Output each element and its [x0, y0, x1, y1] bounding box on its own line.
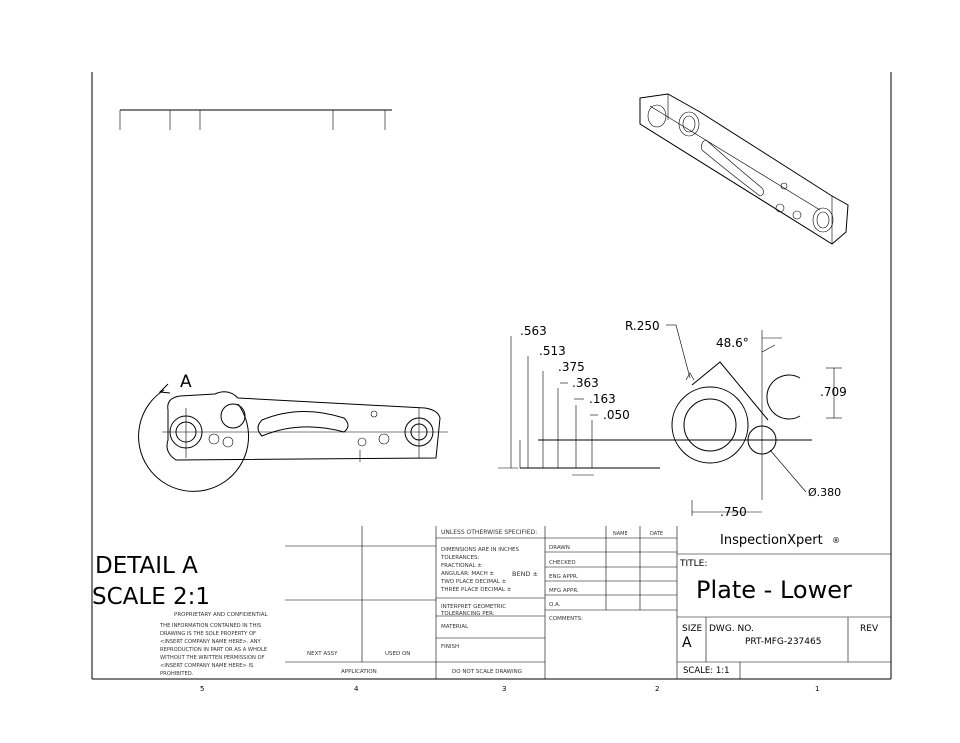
revision-table: [119, 109, 392, 130]
scale-label: SCALE: 1:1: [683, 666, 730, 676]
drawn-label: DRAWN: [549, 545, 570, 551]
comments-label: COMMENTS:: [549, 616, 583, 622]
dims-in-inches: DIMENSIONS ARE IN INCHES: [441, 547, 519, 553]
dimension-709: .709: [820, 385, 847, 399]
dimension-513: .513: [539, 344, 566, 358]
plan-view: [138, 383, 448, 492]
sheet-size: A: [682, 635, 692, 651]
proprietary-line-4: REPRODUCTION IN PART OR AS A WHOLE: [160, 647, 267, 653]
dimension-163: .163: [589, 392, 616, 406]
dimension-diameter: Ø.380: [808, 486, 841, 499]
checked-label: CHECKED: [549, 560, 576, 566]
proprietary-line-3: <INSERT COMPANY NAME HERE>. ANY: [160, 639, 262, 645]
unless-label: UNLESS OTHERWISE SPECIFIED:: [441, 529, 537, 536]
size-label: SIZE: [682, 624, 703, 634]
title-block-grid: [285, 526, 891, 679]
dimension-radius: R.250: [625, 319, 660, 333]
dimension-363: .363: [572, 376, 599, 390]
registered-mark-icon: ®: [832, 536, 840, 545]
bend-label: BEND ±: [512, 570, 538, 578]
proprietary-heading: PROPRIETARY AND CONFIDENTIAL: [174, 612, 268, 618]
detail-scale: SCALE 2:1: [92, 584, 210, 610]
angular-label: ANGULAR: MACH ±: [441, 571, 495, 577]
detail-callout-letter: A: [180, 372, 192, 392]
proprietary-line-5: WITHOUT THE WRITTEN PERMISSION OF: [160, 655, 265, 661]
dimension-750: .750: [720, 505, 747, 519]
zone-2: 2: [655, 685, 659, 693]
tolerances-label: TOLERANCES:: [440, 555, 480, 561]
tolerancing-label: TOLERANCING PER:: [440, 611, 495, 617]
dimension-375: .375: [558, 360, 585, 374]
dimension-050: .050: [603, 408, 630, 422]
zone-5: 5: [200, 685, 204, 693]
mfg-appr-label: MFG APPR.: [549, 588, 579, 594]
drawing-title: Plate - Lower: [696, 576, 852, 604]
drawing-number: PRT-MFG-237465: [745, 637, 821, 647]
proprietary-line-7: PROHIBITED.: [160, 671, 194, 677]
used-on-label: USED ON: [385, 651, 410, 657]
fractional-label: FRACTIONAL ±: [441, 563, 482, 569]
name-header: NAME: [613, 531, 628, 537]
proprietary-line-2: DRAWING IS THE SOLE PROPERTY OF: [160, 631, 256, 637]
rev-label: REV: [860, 624, 879, 634]
material-label: MATERIAL: [441, 624, 469, 630]
date-header: DATE: [650, 531, 663, 537]
next-assy-label: NEXT ASSY: [307, 651, 338, 657]
qa-label: Q.A.: [549, 602, 561, 608]
company-logo-text: InspectionXpert: [720, 533, 823, 548]
application-label: APPLICATION: [341, 669, 377, 675]
eng-appr-label: ENG APPR.: [549, 574, 579, 580]
detail-view: [498, 324, 842, 516]
title-label: TITLE:: [679, 559, 707, 569]
sheet-border: [91, 72, 892, 680]
two-place-label: TWO PLACE DECIMAL ±: [440, 579, 507, 585]
dwg-no-label: DWG. NO.: [709, 624, 754, 634]
zone-1: 1: [815, 685, 819, 693]
zone-4: 4: [354, 685, 359, 693]
finish-label: FINISH: [441, 644, 459, 650]
dimension-563: .563: [520, 324, 547, 338]
detail-title: DETAIL A: [95, 553, 198, 579]
three-place-label: THREE PLACE DECIMAL ±: [440, 587, 512, 593]
dimension-angle: 48.6°: [716, 336, 749, 350]
do-not-scale-label: DO NOT SCALE DRAWING: [452, 669, 522, 675]
isometric-view: [639, 93, 849, 245]
proprietary-line-1: THE INFORMATION CONTAINED IN THIS: [159, 623, 261, 629]
zone-3: 3: [502, 685, 506, 693]
interpret-label: INTERPRET GEOMETRIC: [441, 604, 506, 610]
proprietary-line-6: <INSERT COMPANY NAME HERE> IS: [160, 663, 253, 669]
